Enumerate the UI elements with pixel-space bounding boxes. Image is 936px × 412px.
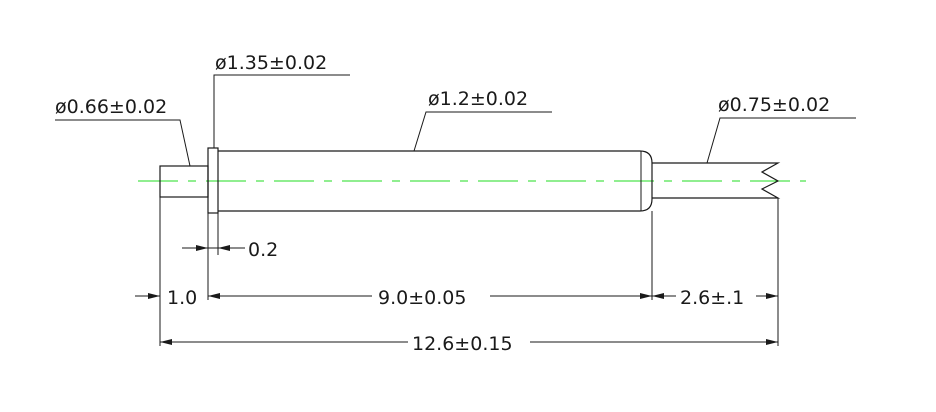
arrow-overall-left: [160, 339, 172, 345]
label-dia-collar: ø1.35±0.02: [215, 52, 327, 74]
label-collar-thickness: 0.2: [248, 239, 278, 261]
arrow-collar-right: [218, 245, 230, 251]
arrow-plunger-right: [766, 293, 778, 299]
arrow-collar-left: [196, 245, 208, 251]
arrow-body-left: [208, 293, 220, 299]
arrow-body-right: [640, 293, 652, 299]
leader-dia-tip: [55, 119, 191, 167]
leader-dia-collar: [213, 74, 350, 148]
collar-outline: [207, 147, 219, 214]
label-plunger-length: 2.6±.1: [680, 287, 744, 309]
label-dia-body: ø1.2±0.02: [428, 88, 528, 110]
body-outline: [218, 150, 653, 212]
label-tip-length: 1.0: [167, 287, 197, 309]
label-overall-length: 12.6±0.15: [412, 333, 513, 355]
label-dia-plunger: ø0.75±0.02: [718, 94, 830, 116]
leader-dia-body: [413, 111, 552, 152]
label-body-length: 9.0±0.05: [378, 287, 466, 309]
label-dia-tip: ø0.66±0.02: [55, 96, 167, 118]
arrow-plunger-left: [652, 293, 664, 299]
arrow-overall-right: [766, 339, 778, 345]
leader-dia-plunger: [706, 117, 856, 164]
arrow-tip-left: [148, 293, 160, 299]
